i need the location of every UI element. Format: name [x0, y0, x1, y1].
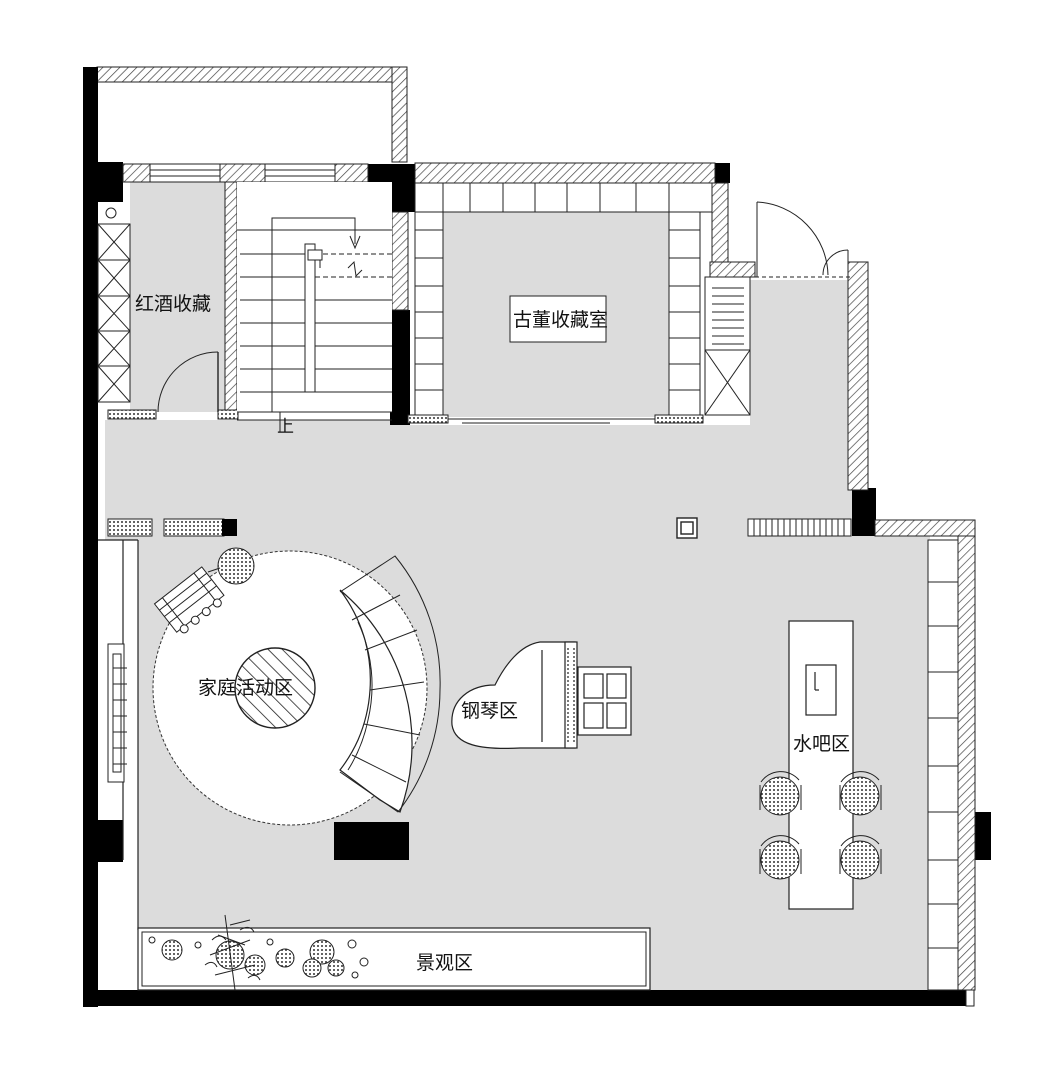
- wine-room-fixture: [105, 207, 117, 219]
- wine-room: 红酒收藏: [97, 207, 219, 413]
- coffee-table[interactable]: [234, 647, 316, 729]
- plants: [148, 914, 369, 991]
- bottom-exterior-wall: [83, 990, 968, 1006]
- family-area: [152, 547, 441, 826]
- bar-wall-shelves: [927, 539, 959, 991]
- stair-up-label: 上: [277, 417, 294, 437]
- antique-room: [414, 182, 713, 416]
- floor-lamp[interactable]: [217, 547, 255, 585]
- bar-stool[interactable]: [759, 835, 802, 880]
- piano-area-label: 钢琴区: [461, 700, 518, 722]
- corridor-floor: [750, 280, 850, 520]
- bar-stool[interactable]: [759, 771, 802, 816]
- wine-rack: [97, 223, 131, 403]
- landscape-area: [137, 914, 651, 991]
- family-area-label: 家庭活动区: [198, 677, 293, 699]
- bar-area: [759, 539, 959, 991]
- bar-stool[interactable]: [839, 771, 882, 816]
- landscape-area-label: 景观区: [416, 952, 473, 974]
- antique-room-sign: [509, 295, 607, 343]
- wine-room-label: 红酒收藏: [135, 293, 211, 315]
- left-exterior-wall: [83, 67, 98, 1007]
- wine-room-floor: [130, 182, 225, 412]
- lounge-chair[interactable]: [153, 566, 228, 637]
- piano-bench[interactable]: [577, 666, 632, 736]
- corridor-closet: [704, 276, 751, 416]
- staircase[interactable]: [237, 182, 392, 432]
- entry-double-door[interactable]: [755, 201, 850, 278]
- bar-sink[interactable]: [805, 664, 837, 716]
- walls: [83, 66, 991, 1007]
- bar-stool[interactable]: [839, 835, 882, 880]
- antique-room-label: 古董收藏室: [513, 309, 608, 331]
- tv-console[interactable]: [107, 643, 127, 783]
- grand-piano[interactable]: [451, 641, 578, 749]
- bar-area-label: 水吧区: [793, 733, 850, 755]
